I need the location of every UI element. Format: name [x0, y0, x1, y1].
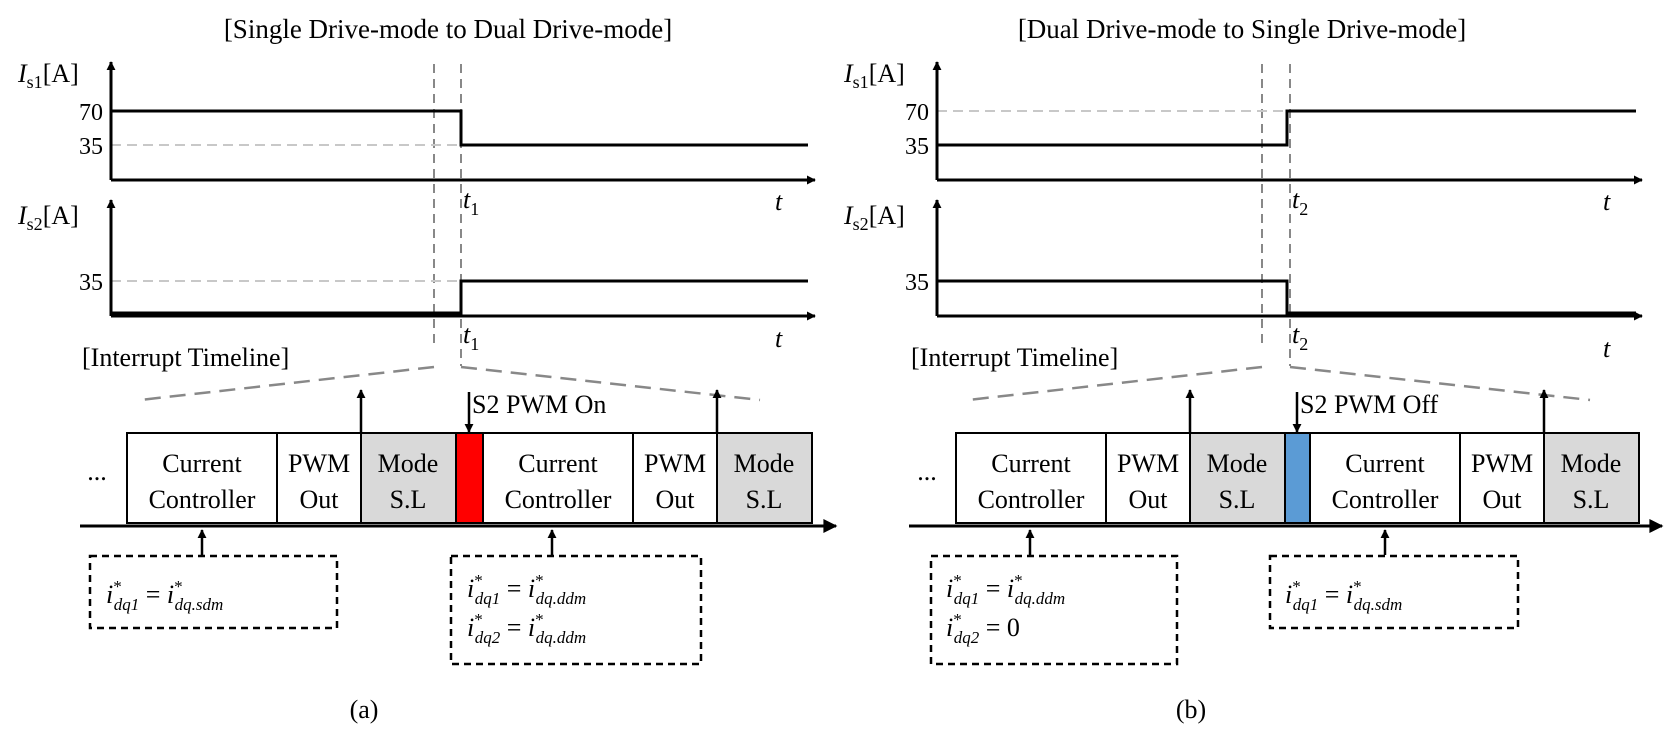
panel-b-block-current-controller-2 [1309, 432, 1461, 524]
panel-a-ellipsis: ... [87, 457, 107, 486]
panel-a-upper-ylabel: Is1[A] [17, 59, 79, 92]
panel-b-block-4-line2: Controller [1332, 485, 1439, 514]
panel-b-upper-chart: Is1[A] 70 35 t2 t [843, 59, 1643, 219]
panel-b-block-current-controller-1 [955, 432, 1107, 524]
panel-b-upper-tick-70: 70 [905, 100, 929, 126]
panel-a-title: [Single Drive-mode to Dual Drive-mode] [224, 14, 672, 44]
panel-a-caption: (a) [350, 695, 379, 724]
panel-b-lower-ylabel: Is2[A] [843, 201, 905, 234]
panel-b-lower-waveform [937, 279, 1636, 315]
panel-a-block-2-line1: PWM [288, 449, 350, 478]
panel-b-block-pwm-out-2 [1459, 432, 1545, 524]
panel-a-block-pwm-out-2 [632, 432, 718, 524]
panel-a-block-3-line2: S.L [390, 485, 427, 514]
panel-a-block-pwm-out-1 [276, 432, 362, 524]
panel-a-block-mode-sl-2 [716, 432, 813, 524]
panel-b-block-mode-sl-1 [1189, 432, 1286, 524]
panel-b-block-2-line2: Out [1129, 485, 1169, 514]
panel-a-lower-xlabel: t [775, 324, 783, 353]
panel-b-condition-1-line-2: i*dq2 = 0 [946, 610, 1020, 647]
panel-b-block-mode-sl-2 [1543, 432, 1640, 524]
panel-b-condition-2-line-1: i*dq1 = i*dq.sdm [1285, 577, 1402, 614]
panel-a-condition-box-2 [449, 554, 703, 666]
panel-b-upper-waveform [937, 109, 1636, 147]
panel-b-lower-xlabel: t [1603, 334, 1611, 363]
panel-a-event-block-red [455, 432, 484, 524]
panel-a-block-3-line1: Mode [378, 449, 439, 478]
panel-b-condition-box-2 [1268, 554, 1520, 630]
panel-b-block-5-line2: Out [1483, 485, 1523, 514]
panel-b-block-3-line2: S.L [1219, 485, 1256, 514]
panel-a-block-6-line2: S.L [746, 485, 783, 514]
panel-b-block-6-line1: Mode [1561, 449, 1622, 478]
panel-b-block-1-line1: Current [991, 449, 1071, 478]
panel-a-lower-chart: Is2[A] 35 t1 t [17, 199, 816, 354]
panel-a: [Single Drive-mode to Dual Drive-mode] I… [17, 14, 838, 724]
panel-a-block-current-controller-2 [482, 432, 634, 524]
panel-b-block-pwm-out-1 [1105, 432, 1191, 524]
panel-b-upper-tick-35: 35 [905, 134, 929, 160]
panel-a-lower-waveform [111, 279, 808, 315]
panel-b: [Dual Drive-mode to Single Drive-mode] I… [843, 14, 1664, 724]
panel-b-block-5-line1: PWM [1471, 449, 1533, 478]
panel-a-block-2-line2: Out [300, 485, 340, 514]
panel-b-timeline-title: [Interrupt Timeline] [911, 343, 1118, 372]
panel-a-upper-event-label: t1 [463, 185, 479, 219]
panel-b-event-block-blue [1284, 432, 1311, 524]
panel-a-block-1-line2: Controller [149, 485, 256, 514]
panel-a-lower-event-label: t1 [463, 320, 479, 354]
panel-b-condition-1-line-1: i*dq1 = i*dq.ddm [946, 571, 1065, 608]
panel-a-timeline-title: [Interrupt Timeline] [82, 343, 289, 372]
panel-a-upper-chart: Is1[A] 70 35 t1 t [17, 59, 816, 219]
panel-a-condition-2-line-1: i*dq1 = i*dq.ddm [467, 571, 586, 608]
panel-a-condition-2-line-2: i*dq2 = i*dq.ddm [467, 610, 586, 647]
panel-a-upper-tick-35: 35 [79, 134, 103, 160]
panel-b-lower-chart: Is2[A] 35 t2 t [843, 199, 1643, 363]
panel-b-block-6-line2: S.L [1573, 485, 1610, 514]
panel-b-ellipsis: ... [917, 457, 937, 486]
panel-a-upper-waveform [111, 109, 808, 147]
panel-a-block-5-line1: PWM [644, 449, 706, 478]
panel-b-block-4-line1: Current [1345, 449, 1425, 478]
panel-a-block-6-line1: Mode [734, 449, 795, 478]
panel-b-block-3-line1: Mode [1207, 449, 1268, 478]
panel-a-block-1-line1: Current [162, 449, 242, 478]
panel-a-block-mode-sl-1 [360, 432, 457, 524]
panel-a-lower-tick-35: 35 [79, 270, 103, 296]
panel-b-upper-event-label: t2 [1292, 185, 1308, 219]
panel-a-condition-1-line-1: i*dq1 = i*dq.sdm [106, 577, 223, 614]
panel-a-block-current-controller-1 [126, 432, 278, 524]
panel-a-upper-xlabel: t [775, 187, 783, 216]
panel-b-block-1-line2: Controller [978, 485, 1085, 514]
panel-a-upper-tick-70: 70 [79, 100, 103, 126]
panel-b-condition-box-1 [929, 554, 1179, 666]
panel-b-lower-event-label: t2 [1292, 320, 1308, 354]
panel-b-block-2-line1: PWM [1117, 449, 1179, 478]
panel-b-event-label: S2 PWM Off [1300, 390, 1439, 419]
panel-a-condition-box-1 [88, 554, 339, 630]
panel-a-block-4-line1: Current [518, 449, 598, 478]
panel-a-zoom-right [460, 365, 761, 402]
panel-a-block-5-line2: Out [656, 485, 696, 514]
panel-b-title: [Dual Drive-mode to Single Drive-mode] [1018, 14, 1466, 44]
panel-a-lower-ylabel: Is2[A] [17, 201, 79, 234]
panel-b-caption: (b) [1176, 695, 1206, 724]
panel-b-upper-xlabel: t [1603, 187, 1611, 216]
panel-a-event-label: S2 PWM On [472, 390, 606, 419]
panel-b-lower-tick-35: 35 [905, 270, 929, 296]
panel-a-block-4-line2: Controller [505, 485, 612, 514]
panel-b-upper-ylabel: Is1[A] [843, 59, 905, 92]
